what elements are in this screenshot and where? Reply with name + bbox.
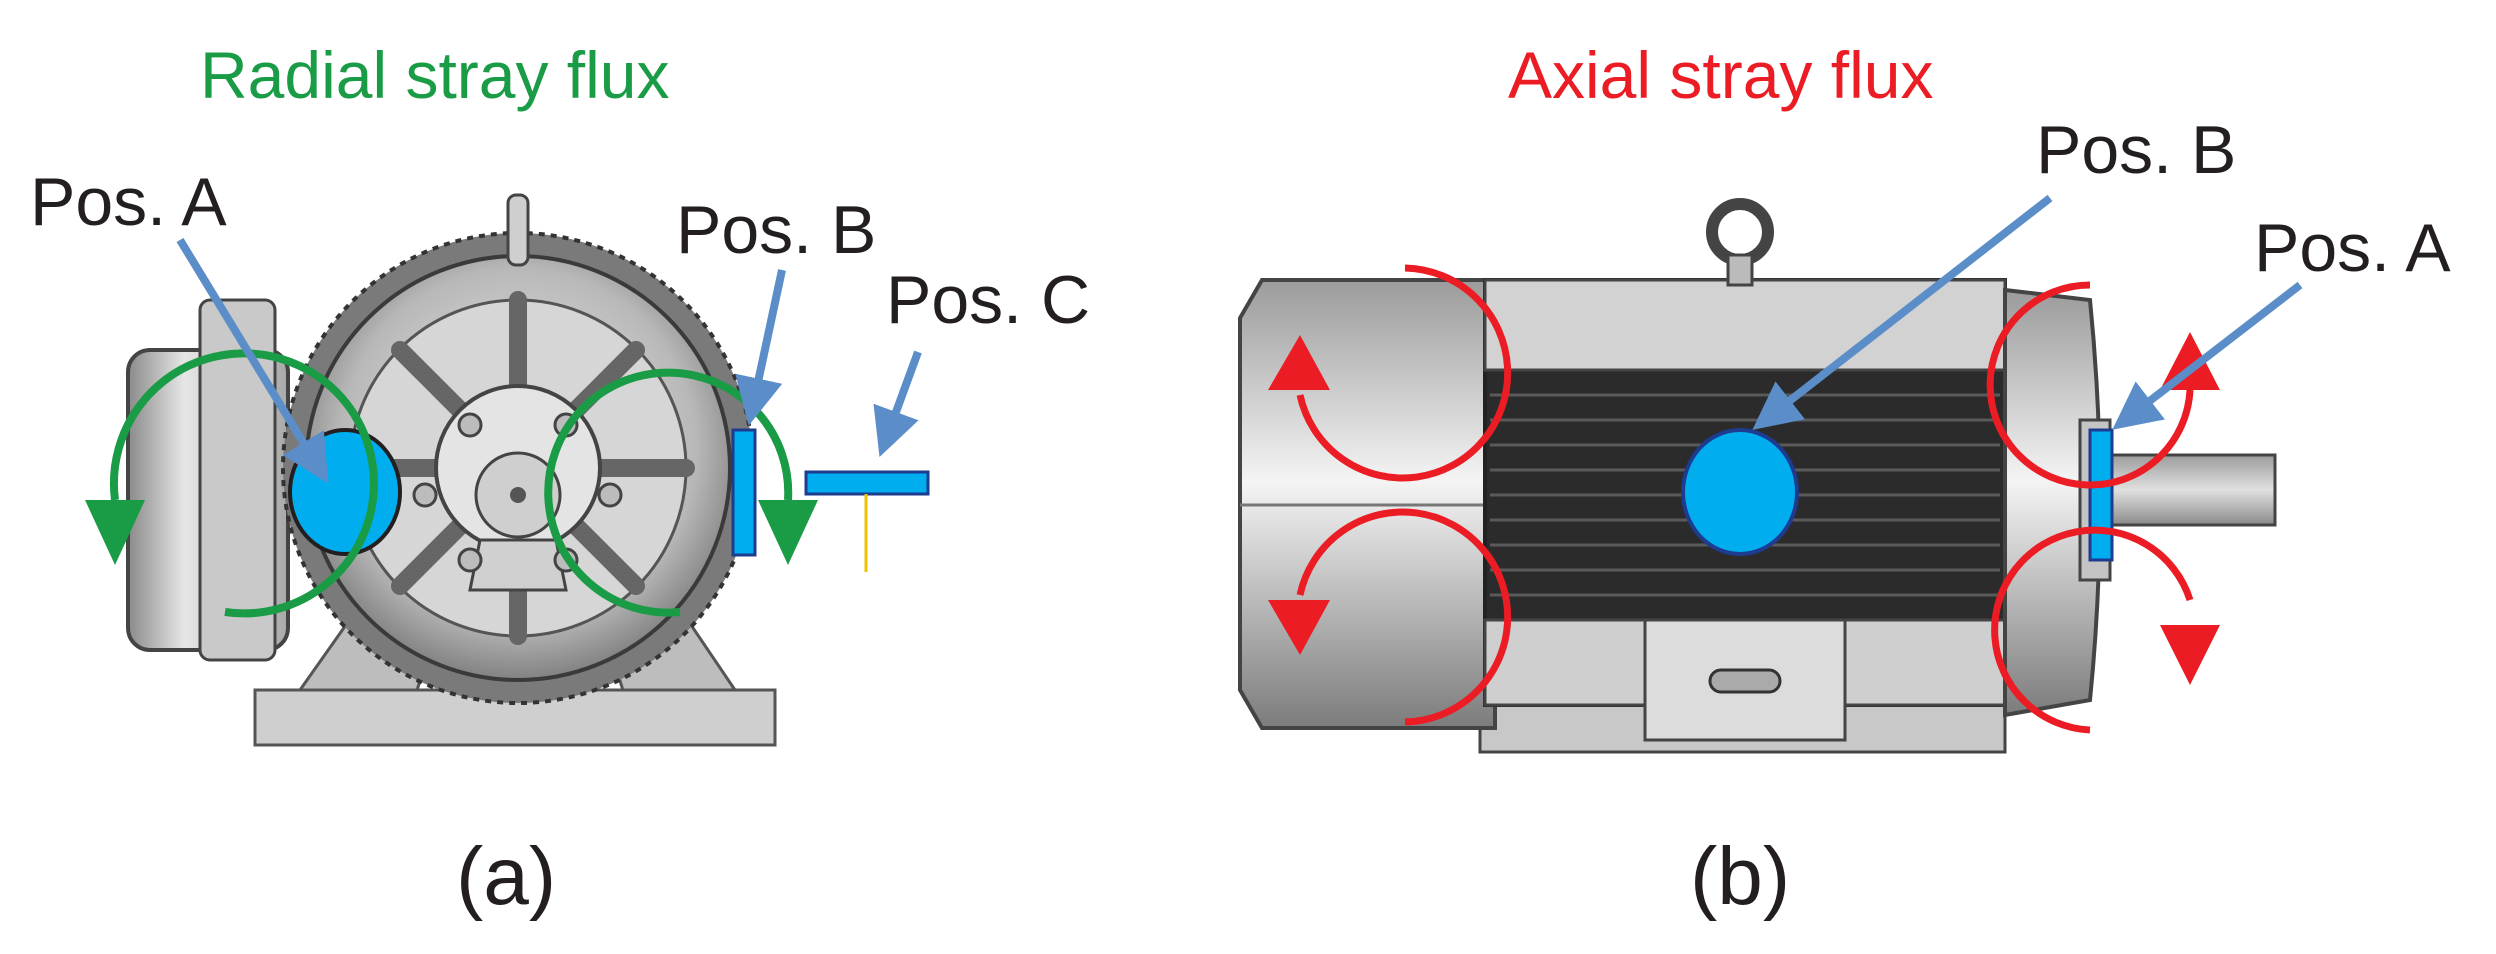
sensor-pos-c-a	[804, 470, 930, 496]
radial-flux-arrowhead-left	[85, 500, 145, 565]
panel-a-pos-a-label: Pos. A	[30, 164, 227, 240]
pointer-arrow-pos-b-b	[1752, 194, 2053, 430]
panel-b-pos-a-label: Pos. A	[2254, 210, 2451, 286]
panel-b-title: Axial stray flux	[1508, 38, 1934, 112]
panel-a-pos-c-label: Pos. C	[886, 262, 1091, 338]
panel-b-caption: (b)	[1690, 831, 1791, 922]
axial-flux-arc-2	[1296, 508, 1512, 726]
axial-flux-arc-4	[1991, 526, 2194, 734]
radial-flux-arrowhead-right	[758, 500, 818, 565]
pointer-arrow-pos-c-a	[873, 350, 922, 458]
axial-flux-arrowhead-3	[2160, 332, 2220, 390]
panel-a-title: Radial stray flux	[200, 38, 670, 112]
axial-flux-arrowhead-4	[2160, 625, 2220, 685]
axial-flux-arrowhead-2	[1268, 600, 1330, 655]
panel-a-caption: (a)	[456, 831, 557, 922]
axial-flux-arc-1	[1296, 264, 1512, 482]
sensor-pos-b-b	[1681, 428, 1799, 556]
pointer-arrow-pos-b-a	[735, 269, 786, 426]
axial-flux-arrowhead-1	[1268, 335, 1330, 390]
pointer-arrow-pos-a-a	[176, 237, 329, 484]
pointer-arrow-pos-a-b	[2112, 281, 2303, 430]
motor-end-view	[126, 193, 777, 747]
sensor-pos-a-b	[2088, 428, 2114, 562]
axial-flux-arc-3	[1986, 281, 2194, 489]
sensor-pos-b-a	[731, 428, 757, 557]
panel-a-pos-b-label: Pos. B	[676, 192, 877, 268]
radial-flux-arrow-left	[109, 349, 378, 618]
panel-b-pos-b-label: Pos. B	[2036, 112, 2237, 188]
